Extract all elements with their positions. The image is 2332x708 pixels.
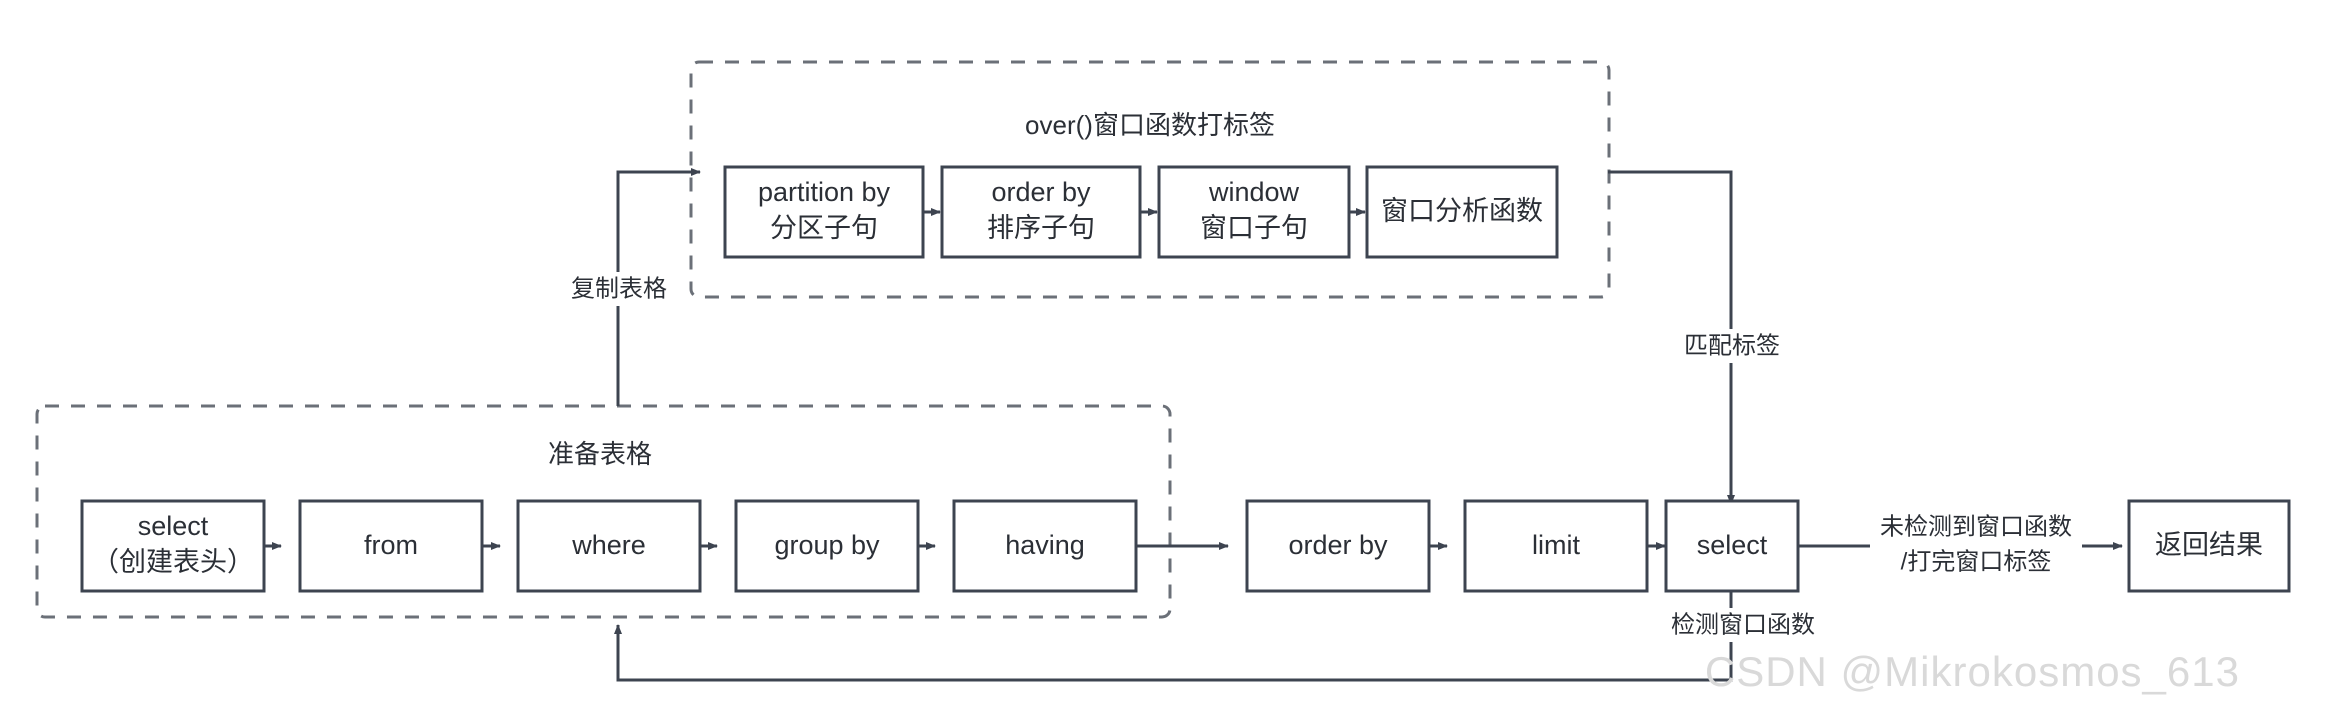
node-partition-by[interactable]: partition by 分区子句 — [723, 165, 925, 259]
svg-text:排序子句: 排序子句 — [987, 213, 1095, 243]
edge-label-match-tag: 匹配标签 — [1665, 329, 1799, 363]
node-window-clause[interactable]: window 窗口子句 — [1157, 165, 1351, 259]
csdn-watermark: CSDN @Mikrokosmos_613 — [1704, 648, 2240, 695]
window-function-group: over()窗口函数打标签 — [689, 60, 1611, 299]
svg-text:检测窗口函数: 检测窗口函数 — [1671, 611, 1815, 638]
edge-label-detect-window-function: 检测窗口函数 — [1660, 608, 1826, 642]
window-function-group-label: over()窗口函数打标签 — [1025, 110, 1275, 140]
node-order-by-clause[interactable]: order by 排序子句 — [940, 165, 1142, 259]
edge-match-tag — [1608, 170, 1735, 505]
svg-text:from: from — [364, 530, 418, 560]
prepare-table-group-label: 准备表格 — [548, 439, 652, 469]
svg-text:partition by: partition by — [758, 177, 891, 207]
node-limit[interactable]: limit — [1463, 499, 1649, 593]
window-function-group-border — [689, 60, 1611, 299]
node-order-by-clause-rect[interactable] — [940, 165, 1142, 259]
svg-text:where: where — [571, 530, 646, 560]
edge-label-copy-table: 复制表格 — [552, 272, 686, 306]
svg-text:返回结果: 返回结果 — [2155, 530, 2263, 560]
svg-text:limit: limit — [1532, 530, 1580, 560]
node-partition-by-rect[interactable] — [723, 165, 925, 259]
node-order-by-rect[interactable] — [1245, 499, 1431, 593]
svg-text:select: select — [138, 511, 209, 541]
node-limit-rect[interactable] — [1463, 499, 1649, 593]
node-where-rect[interactable] — [516, 499, 702, 593]
node-group-by[interactable]: group by — [734, 499, 920, 593]
node-from-rect[interactable] — [298, 499, 484, 593]
svg-text:复制表格: 复制表格 — [571, 275, 667, 302]
node-order-by[interactable]: order by — [1245, 499, 1431, 593]
node-select-create-header[interactable]: select （创建表头） — [80, 499, 266, 593]
node-select-final[interactable]: select — [1664, 499, 1800, 593]
prepare-table-group: 准备表格 — [35, 404, 1172, 619]
node-select-create-header-rect[interactable] — [80, 499, 266, 593]
node-window-clause-rect[interactable] — [1157, 165, 1351, 259]
node-from[interactable]: from — [298, 499, 484, 593]
node-return-result-rect[interactable] — [2127, 499, 2291, 593]
node-having-rect[interactable] — [952, 499, 1138, 593]
node-select-final-rect[interactable] — [1664, 499, 1800, 593]
svg-text:/打完窗口标签: /打完窗口标签 — [1901, 548, 2052, 575]
svg-text:分区子句: 分区子句 — [770, 213, 878, 243]
svg-text:匹配标签: 匹配标签 — [1684, 332, 1780, 359]
node-window-analytic-function-rect[interactable] — [1365, 165, 1559, 259]
svg-text:order by: order by — [991, 177, 1091, 207]
svg-text:窗口分析函数: 窗口分析函数 — [1381, 196, 1543, 226]
svg-text:group by: group by — [774, 530, 880, 560]
node-group-by-rect[interactable] — [734, 499, 920, 593]
node-return-result[interactable]: 返回结果 — [2127, 499, 2291, 593]
svg-text:未检测到窗口函数: 未检测到窗口函数 — [1880, 513, 2072, 540]
svg-text:order by: order by — [1288, 530, 1388, 560]
node-having[interactable]: having — [952, 499, 1138, 593]
edge-copy-table — [616, 168, 701, 406]
svg-text:（创建表头）: （创建表头） — [92, 547, 254, 577]
node-window-analytic-function[interactable]: 窗口分析函数 — [1365, 165, 1559, 259]
svg-text:select: select — [1697, 530, 1768, 560]
svg-text:window: window — [1208, 177, 1300, 207]
node-where[interactable]: where — [516, 499, 702, 593]
edge-detect-window-function — [614, 588, 1733, 682]
svg-text:窗口子句: 窗口子句 — [1200, 213, 1308, 243]
edge-label-no-window-function: 未检测到窗口函数 /打完窗口标签 — [1870, 510, 2082, 582]
svg-text:having: having — [1005, 530, 1085, 560]
prepare-table-group-border — [35, 404, 1172, 619]
